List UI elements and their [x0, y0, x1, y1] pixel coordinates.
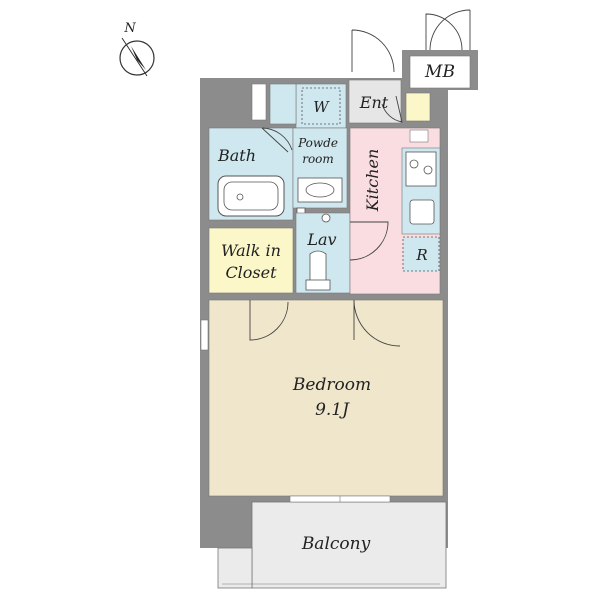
label-powder-line1: Powde — [297, 136, 338, 150]
mb-box — [409, 55, 471, 89]
label-walkin-line2: Closet — [225, 263, 277, 282]
mb-door-right-icon — [429, 9, 471, 51]
bedroom-door-left-icon — [249, 300, 289, 341]
washbasin-icon — [305, 182, 335, 198]
label-walkin-line1: Walk in — [221, 241, 281, 260]
toilet-bowl-icon — [309, 250, 327, 283]
kitchen-door-icon — [349, 221, 389, 261]
label-mb: MB — [424, 62, 455, 82]
side-window — [200, 319, 209, 351]
kitchen-sink-icon — [409, 199, 435, 225]
compass-circle — [119, 40, 155, 76]
entrance-area — [348, 79, 402, 124]
front-door-icon — [351, 29, 395, 73]
bedroom-door-right-icon — [353, 299, 401, 347]
shoe-cabinet — [405, 92, 431, 122]
label-bedroom-size: 9.1J — [315, 400, 350, 420]
label-powder-line2: room — [302, 152, 334, 166]
washer-outline — [301, 87, 341, 125]
stove-icon — [405, 151, 437, 187]
bathtub-icon — [217, 175, 285, 217]
north-label: N — [123, 21, 136, 36]
label-r: R — [415, 246, 427, 264]
entrance-inner-door-icon — [381, 95, 403, 123]
refrigerator-space — [402, 236, 440, 272]
bath-door-icon — [261, 127, 293, 153]
balcony — [251, 501, 447, 589]
balcony-extension — [217, 547, 253, 589]
shelf — [251, 83, 267, 121]
doors — [249, 9, 471, 347]
label-bath: Bath — [217, 146, 256, 165]
hand-sink-icon — [321, 213, 331, 223]
label-w: W — [313, 98, 330, 116]
utility-space — [269, 83, 297, 125]
label-lav: Lav — [306, 230, 336, 249]
burner-icon-1 — [409, 159, 419, 169]
label-kitchen: Kitchen — [363, 149, 382, 213]
label-ent: Ent — [359, 93, 389, 112]
compass-needle-icon — [131, 46, 146, 70]
bathtub-drain-icon — [236, 193, 244, 201]
small-cabinet — [409, 129, 429, 143]
toilet-tank-icon — [305, 279, 331, 291]
label-bedroom: Bedroom — [292, 375, 371, 395]
compass: N — [119, 21, 155, 77]
bedroom — [208, 299, 444, 497]
label-balcony: Balcony — [301, 534, 371, 554]
bathtub-inner — [223, 181, 279, 211]
mb-door-left-icon — [425, 13, 463, 51]
burner-icon-2 — [423, 165, 433, 175]
walk-in-closet — [208, 227, 294, 294]
